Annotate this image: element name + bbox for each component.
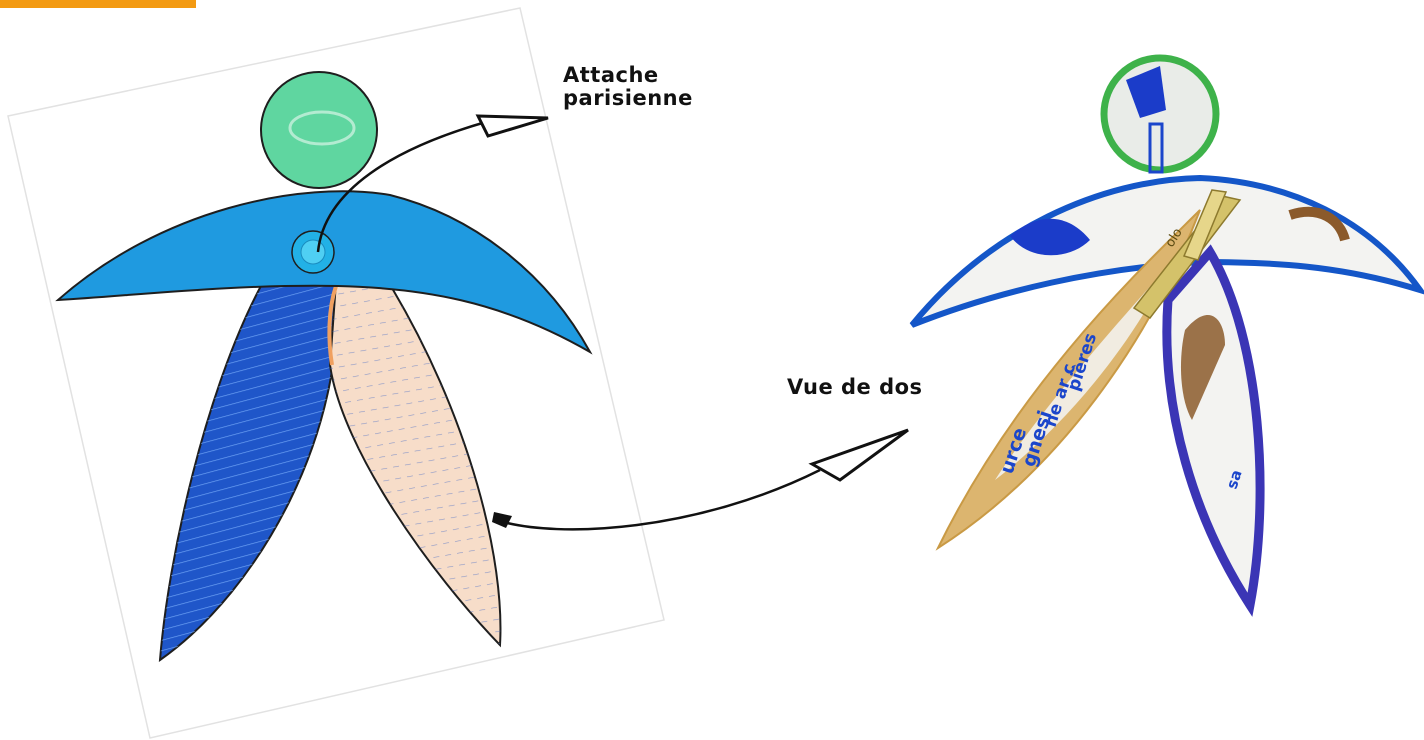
back-leg-violet — [1167, 252, 1260, 605]
front-figure — [8, 8, 664, 738]
attache-label-line2: parisienne — [563, 87, 693, 110]
split-pin-icon — [292, 231, 334, 273]
vue-de-dos-label: Vue de dos — [787, 376, 923, 399]
back-figure: urce gnesi ne ar c pières sa olo — [912, 58, 1420, 605]
figure-head — [261, 72, 377, 188]
attache-label-line1: Attache — [563, 64, 693, 87]
attache-parisienne-label: Attache parisienne — [563, 64, 693, 110]
